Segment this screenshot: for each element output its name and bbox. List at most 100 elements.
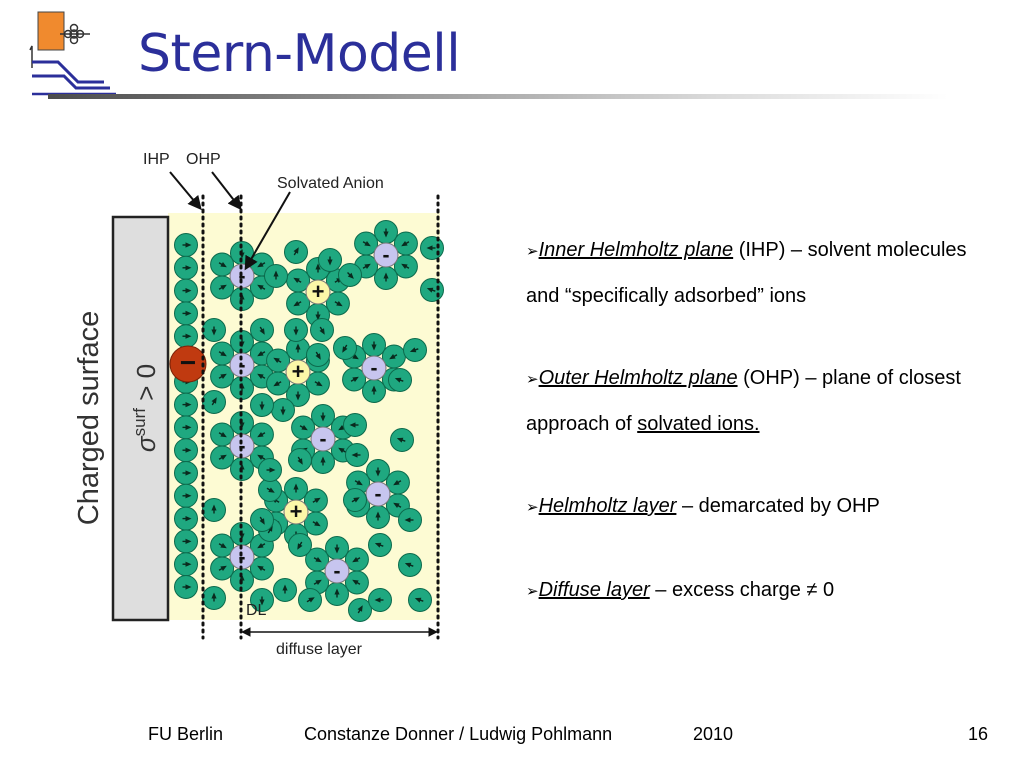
dipole-head	[393, 479, 400, 486]
anion-core	[373, 242, 399, 268]
cation-sign: +	[290, 499, 303, 524]
bullet-underlined: solvated ions.	[637, 413, 760, 435]
dipole-head	[357, 605, 363, 612]
solvent-molecule	[210, 422, 235, 447]
dipole-head	[185, 470, 192, 476]
solvent-molecule	[344, 570, 369, 595]
solvent-molecule	[398, 508, 422, 532]
cation-core	[283, 499, 309, 525]
solvent-molecule	[288, 448, 312, 472]
solvated-cation: +	[285, 359, 311, 385]
solvent-molecule	[210, 252, 235, 277]
solvent-molecule	[362, 333, 386, 357]
solvent-molecule	[174, 438, 198, 463]
dipole-head	[257, 454, 264, 461]
solvent-molecule	[250, 588, 274, 612]
dipole-head	[220, 350, 227, 357]
dipole-head	[364, 240, 371, 247]
adsorbed-ion-sign: −	[180, 347, 196, 378]
dipole-head	[293, 483, 299, 490]
anion-core	[365, 481, 391, 507]
solvent-molecule	[210, 341, 235, 366]
dipole-head	[352, 353, 359, 360]
ohp-pointer-arrow	[211, 171, 242, 211]
solvent-molecule	[210, 445, 235, 470]
page-title: Stern-Modell	[138, 24, 461, 84]
dipole-head	[185, 516, 192, 522]
solvent-molecule	[368, 533, 392, 557]
dipole-head	[315, 263, 321, 270]
dipole-head	[220, 373, 227, 380]
bullet-arrow-icon: ➢	[526, 371, 539, 388]
dipole-head	[342, 346, 348, 353]
dipole-head	[185, 447, 192, 453]
dipole-head	[314, 497, 321, 504]
solvent-molecule	[174, 506, 198, 531]
dipole-head	[295, 343, 301, 350]
solvent-molecule	[271, 398, 295, 422]
dipole-head	[220, 454, 227, 461]
dipole-head	[273, 357, 280, 364]
dipole-head	[297, 543, 303, 550]
solvent-molecule	[174, 324, 198, 349]
anion-sign: -	[383, 244, 390, 267]
solvent-molecule	[174, 552, 198, 577]
dipole-head	[426, 245, 433, 251]
ohp-label: OHP	[186, 151, 221, 168]
solvent-molecule	[250, 508, 274, 532]
solvent-molecule	[344, 547, 369, 572]
dipole-head	[257, 565, 264, 572]
solvent-molecule	[174, 461, 198, 485]
solvent-molecule	[210, 556, 235, 581]
solvent-molecule	[174, 233, 198, 257]
dipole-head	[352, 579, 359, 586]
dipole-head	[259, 328, 265, 335]
dipole-head	[185, 310, 192, 316]
bullet-text: (OHP) – plane of closest approach of	[526, 367, 961, 435]
solvent-molecule	[284, 477, 308, 501]
dipole-head	[259, 404, 265, 411]
dipole-head	[315, 353, 321, 360]
solvent-molecule	[266, 371, 291, 396]
cation-sign: +	[312, 279, 325, 304]
solvent-molecule	[273, 578, 297, 602]
footer-institution: FU Berlin	[148, 724, 224, 744]
dipole-head	[394, 377, 402, 383]
solvent-molecule	[174, 415, 198, 440]
dipole-head	[315, 579, 322, 586]
solvent-molecule	[325, 536, 349, 560]
logo	[29, 11, 116, 96]
solvent-molecule	[303, 488, 328, 513]
dipole-head	[371, 385, 377, 392]
solvent-molecule	[174, 529, 198, 554]
dipole-head	[185, 402, 192, 408]
dipole-head	[393, 502, 400, 509]
cation-core	[305, 279, 331, 305]
dipole-head	[257, 284, 264, 291]
solvated-anion-label: Solvated Anion	[277, 175, 384, 192]
dipole-head	[259, 599, 265, 606]
dipole-head	[319, 328, 325, 335]
solvent-molecule	[174, 278, 198, 303]
dipole-head	[409, 347, 417, 353]
dipole-head	[211, 329, 217, 336]
specifically-adsorbed-ion: −	[169, 345, 207, 383]
solvent-molecule	[345, 443, 369, 467]
solvent-molecule	[284, 318, 308, 342]
dipole-head	[257, 350, 264, 357]
solvent-molecule	[348, 598, 372, 622]
dipole-head	[239, 422, 245, 429]
dipole-head	[293, 329, 299, 336]
dipole-head	[404, 562, 412, 568]
solvent-molecule	[311, 404, 335, 428]
dipole-head	[185, 561, 192, 567]
bullet-arrow-icon: ➢	[526, 499, 539, 516]
dipole-head	[268, 487, 275, 493]
dipole-head	[315, 556, 322, 563]
bullet-ohp: ➢Outer Helmholtz plane (OHP) – plane of …	[526, 356, 996, 446]
dipole-head	[336, 300, 343, 307]
solvent-molecule	[174, 255, 198, 280]
dipole-head	[352, 556, 359, 563]
adsorbed-ion-body	[169, 345, 207, 383]
bullet-term: Diffuse layer	[538, 579, 650, 601]
